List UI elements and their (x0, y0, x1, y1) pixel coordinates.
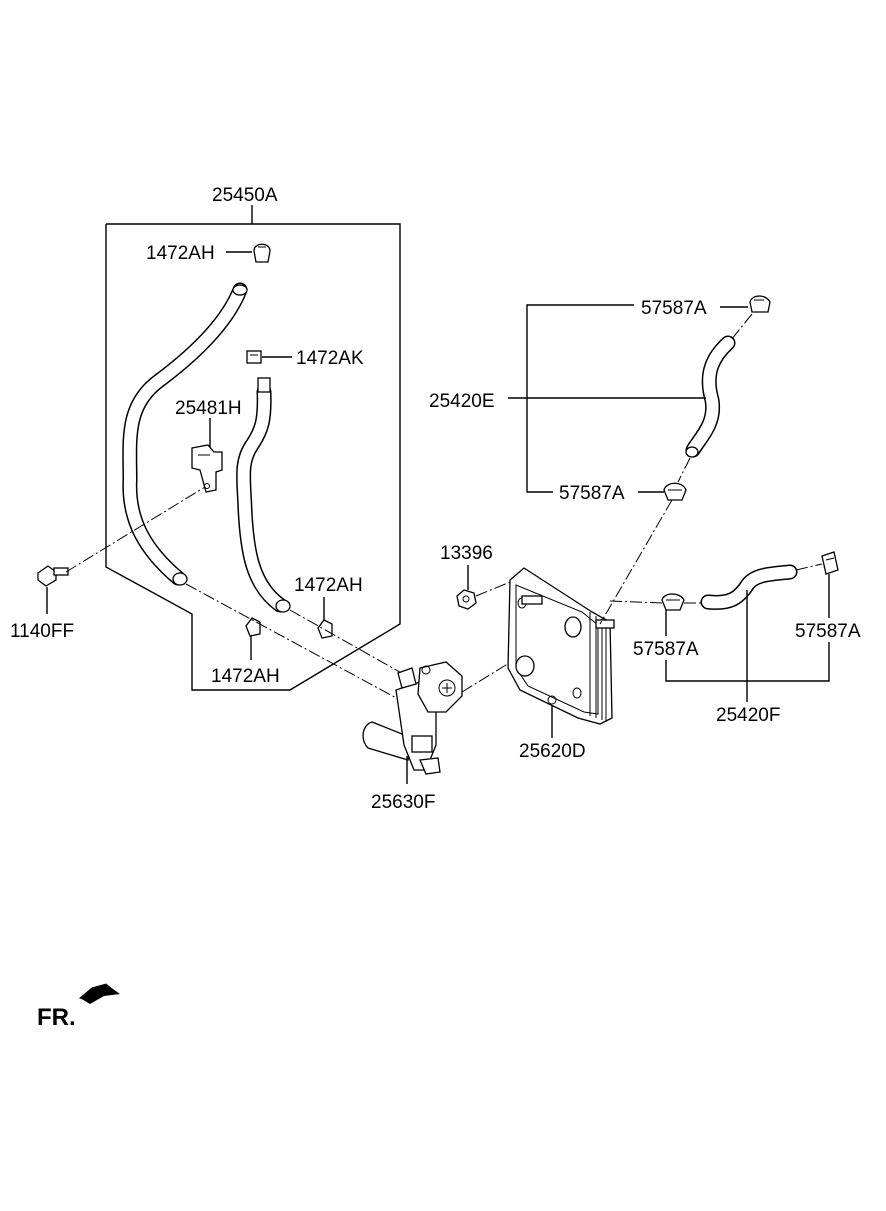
oil-cooler-25620D-icon (507, 567, 615, 725)
clamp-57587A-e-bottom-icon (663, 482, 687, 501)
label-13396: 13396 (440, 543, 493, 564)
front-arrow-icon (78, 983, 120, 1004)
label-57587A-e-bottom: 57587A (559, 483, 625, 504)
clamp-1472AH-top-icon (253, 243, 271, 263)
bracket-25481H-icon (191, 444, 223, 493)
hose-left (122, 282, 248, 586)
clamp-1472AK-icon (246, 350, 262, 364)
hose-assembly-25450A-outline (105, 223, 401, 691)
hose-25420E (685, 335, 736, 458)
fitting-25630F-icon (362, 661, 463, 775)
hose-25420F (700, 564, 798, 610)
label-25630F: 25630F (371, 792, 435, 813)
label-1472AH-mid: 1472AH (294, 575, 363, 596)
bolt-1140FF-icon (37, 565, 69, 587)
label-1472AH-top: 1472AH (146, 243, 215, 264)
label-25420F: 25420F (716, 705, 780, 726)
clamp-1472AH-mid-icon (317, 619, 333, 639)
label-57587A-f-right: 57587A (795, 621, 861, 642)
label-25450A: 25450A (212, 185, 278, 206)
label-1472AK: 1472AK (296, 348, 364, 369)
label-57587A-e-top: 57587A (641, 298, 707, 319)
nut-13396-icon (456, 589, 477, 610)
label-1472AH-bottom: 1472AH (211, 666, 280, 687)
front-indicator-label: FR. (37, 1004, 76, 1031)
clamp-57587A-e-top-icon (749, 295, 771, 313)
label-25420E: 25420E (429, 391, 495, 412)
clamp-57587A-f-left-icon (661, 593, 685, 611)
label-57587A-f-left: 57587A (633, 639, 699, 660)
label-1140FF: 1140FF (10, 621, 74, 642)
hose-middle (236, 377, 291, 613)
clamp-57587A-f-right-icon (821, 551, 839, 575)
label-25481H: 25481H (175, 398, 242, 419)
label-25620D: 25620D (519, 741, 586, 762)
